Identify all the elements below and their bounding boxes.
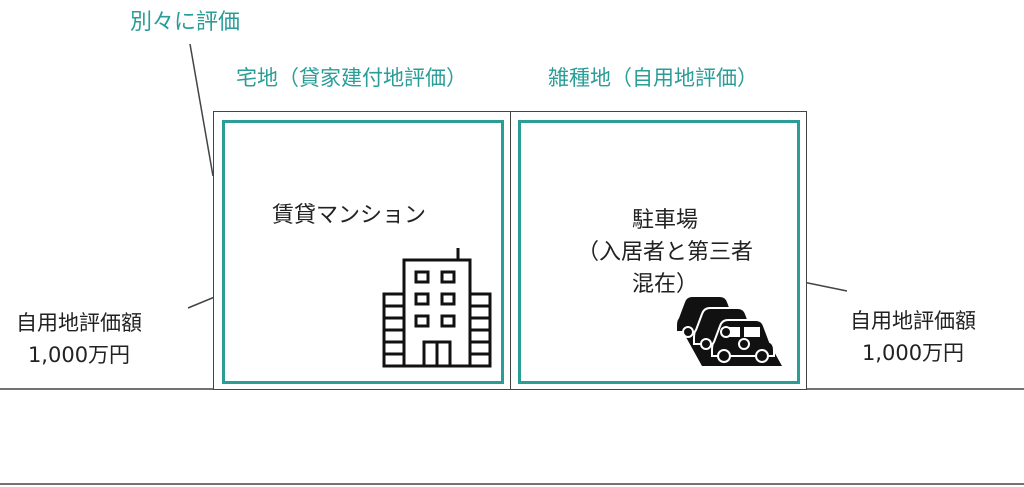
residential-lot-outer	[213, 111, 512, 390]
right-value-title: 自用地評価額	[850, 309, 976, 333]
misc-lot-inner	[518, 120, 800, 384]
parked-cars-icon	[675, 295, 782, 366]
residential-lot-label: 宅地（貸家建付地評価）	[236, 66, 467, 90]
parking-label: 駐車場 （入居者と第三者 混在）	[545, 205, 785, 301]
apartment-label: 賃貸マンション	[272, 203, 427, 228]
left-value-title: 自用地評価額	[16, 311, 142, 335]
right-value-block: 自用地評価額 1,000万円	[850, 305, 976, 369]
parking-label-line-2: （入居者と第三者	[576, 240, 753, 265]
left-value-block: 自用地評価額 1,000万円	[16, 307, 142, 371]
callout-label: 別々に評価	[130, 10, 241, 35]
misc-lot-label: 雑種地（自用地評価）	[548, 66, 758, 90]
parking-label-line-1: 駐車場	[631, 208, 698, 233]
apartment-building-icon	[382, 248, 492, 368]
right-value-amount: 1,000万円	[861, 341, 965, 365]
callout-leader-line	[189, 43, 214, 177]
parking-label-line-3: 混在）	[631, 272, 698, 297]
left-value-amount: 1,000万円	[27, 343, 131, 367]
residential-lot-inner	[222, 120, 504, 384]
